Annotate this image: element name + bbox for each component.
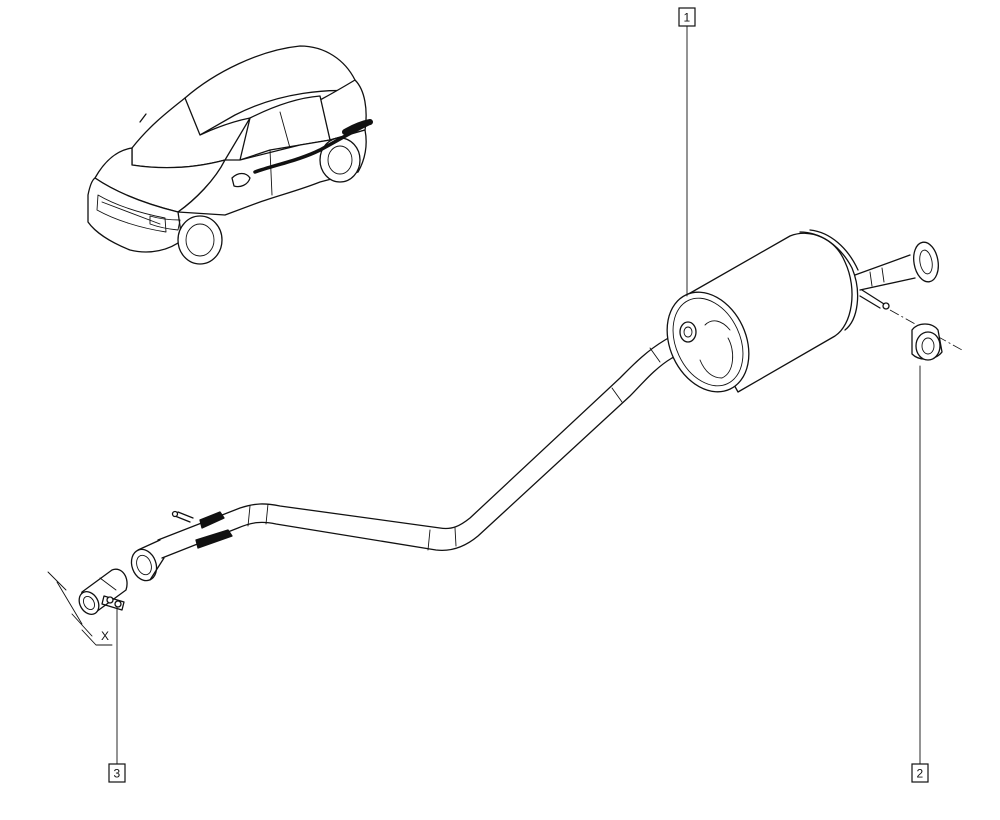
- pipe-clamp: [78, 568, 128, 615]
- callout-1-box: [678, 7, 696, 27]
- car-illustration: [87, 45, 373, 265]
- dimension-label: X: [101, 629, 109, 643]
- rear-muffler: [666, 229, 939, 393]
- rubber-mount: [911, 323, 943, 361]
- callout-2-label: 2: [917, 767, 924, 781]
- callout-3-label: 3: [114, 767, 121, 781]
- callout-2-box: [911, 763, 929, 783]
- exhaust-pipe: [130, 329, 693, 582]
- dimension-x: X: [47, 571, 113, 646]
- callout-3-box: [108, 763, 126, 783]
- callout-1-label: 1: [684, 11, 691, 25]
